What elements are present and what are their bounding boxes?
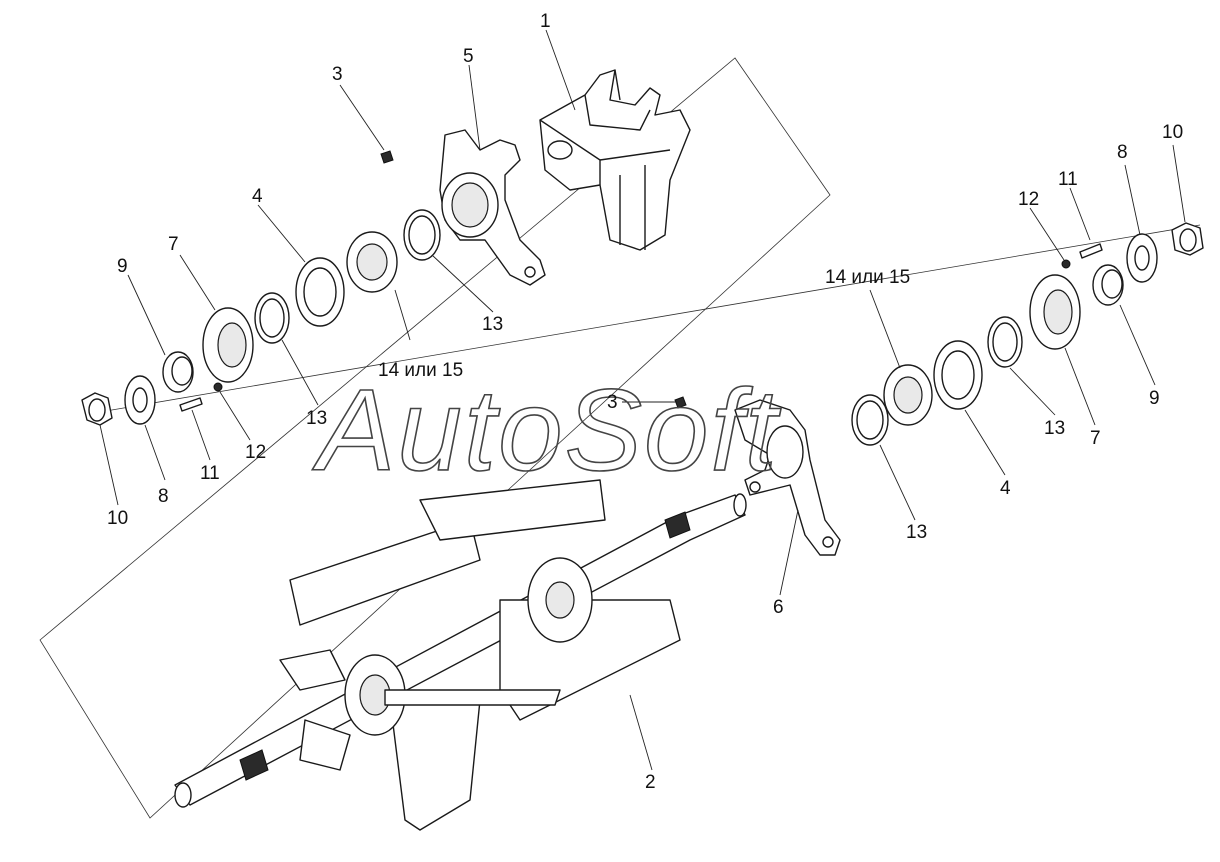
callout-13-c: 13	[906, 522, 927, 543]
part-10-nut-right	[1171, 222, 1204, 256]
part-9-bushing-right	[1092, 264, 1124, 306]
part-8-washer-right	[1126, 233, 1158, 283]
callout-11-right: 11	[1058, 169, 1078, 190]
callout-1415-right: 14 или 15	[825, 267, 910, 288]
part-5-knuckle-top	[439, 129, 546, 286]
left-ring-stack	[81, 150, 441, 426]
part-2-rotor-assembly	[174, 479, 747, 831]
callout-5: 5	[463, 46, 474, 67]
callout-12-right: 12	[1018, 189, 1039, 210]
callout-9-left: 9	[117, 256, 128, 277]
callout-4-left: 4	[252, 186, 263, 207]
part-12-nut-right	[1061, 259, 1071, 269]
right-ring-stack	[674, 222, 1204, 446]
part-8-washer-left	[124, 375, 156, 425]
callout-11-left: 11	[200, 463, 220, 484]
callout-10-right: 10	[1162, 122, 1183, 143]
part-6-knuckle-lower	[734, 399, 841, 556]
callout-6: 6	[773, 597, 784, 618]
callout-7-left: 7	[168, 234, 179, 255]
callout-13-b: 13	[306, 408, 327, 429]
part-11-bolt-right	[1079, 243, 1103, 259]
leader-lines	[99, 29, 1186, 771]
callout-2: 2	[645, 772, 656, 793]
callout-4-right: 4	[1000, 478, 1011, 499]
callout-10-left: 10	[107, 508, 128, 529]
part-3-fitting-mid	[674, 396, 687, 409]
callout-3-mid: 3	[607, 392, 618, 413]
callout-7-right: 7	[1090, 428, 1101, 449]
callout-3-top: 3	[332, 64, 343, 85]
callout-8-right: 8	[1117, 142, 1128, 163]
part-12-nut-left	[213, 382, 223, 392]
part-10-nut-left	[81, 392, 113, 426]
callout-12-left: 12	[245, 442, 266, 463]
callout-13-d: 13	[1044, 418, 1065, 439]
main-axis-line	[99, 224, 1201, 413]
part-1-bracket	[539, 69, 691, 251]
callout-1415-left: 14 или 15	[378, 360, 463, 381]
watermark-text: AutoSoft	[312, 365, 782, 495]
callout-1: 1	[540, 11, 551, 32]
callout-9-right: 9	[1149, 388, 1160, 409]
callout-13-a: 13	[482, 314, 503, 335]
part-9-bushing-left	[162, 351, 194, 393]
callout-8-left: 8	[158, 486, 169, 507]
part-11-bolt-left	[179, 397, 203, 412]
part-3-fitting-top	[380, 150, 394, 164]
callout-labels: 1 5 3 4 7 9 13 14 или 15 13 12 11 8 10 3…	[107, 11, 1183, 793]
